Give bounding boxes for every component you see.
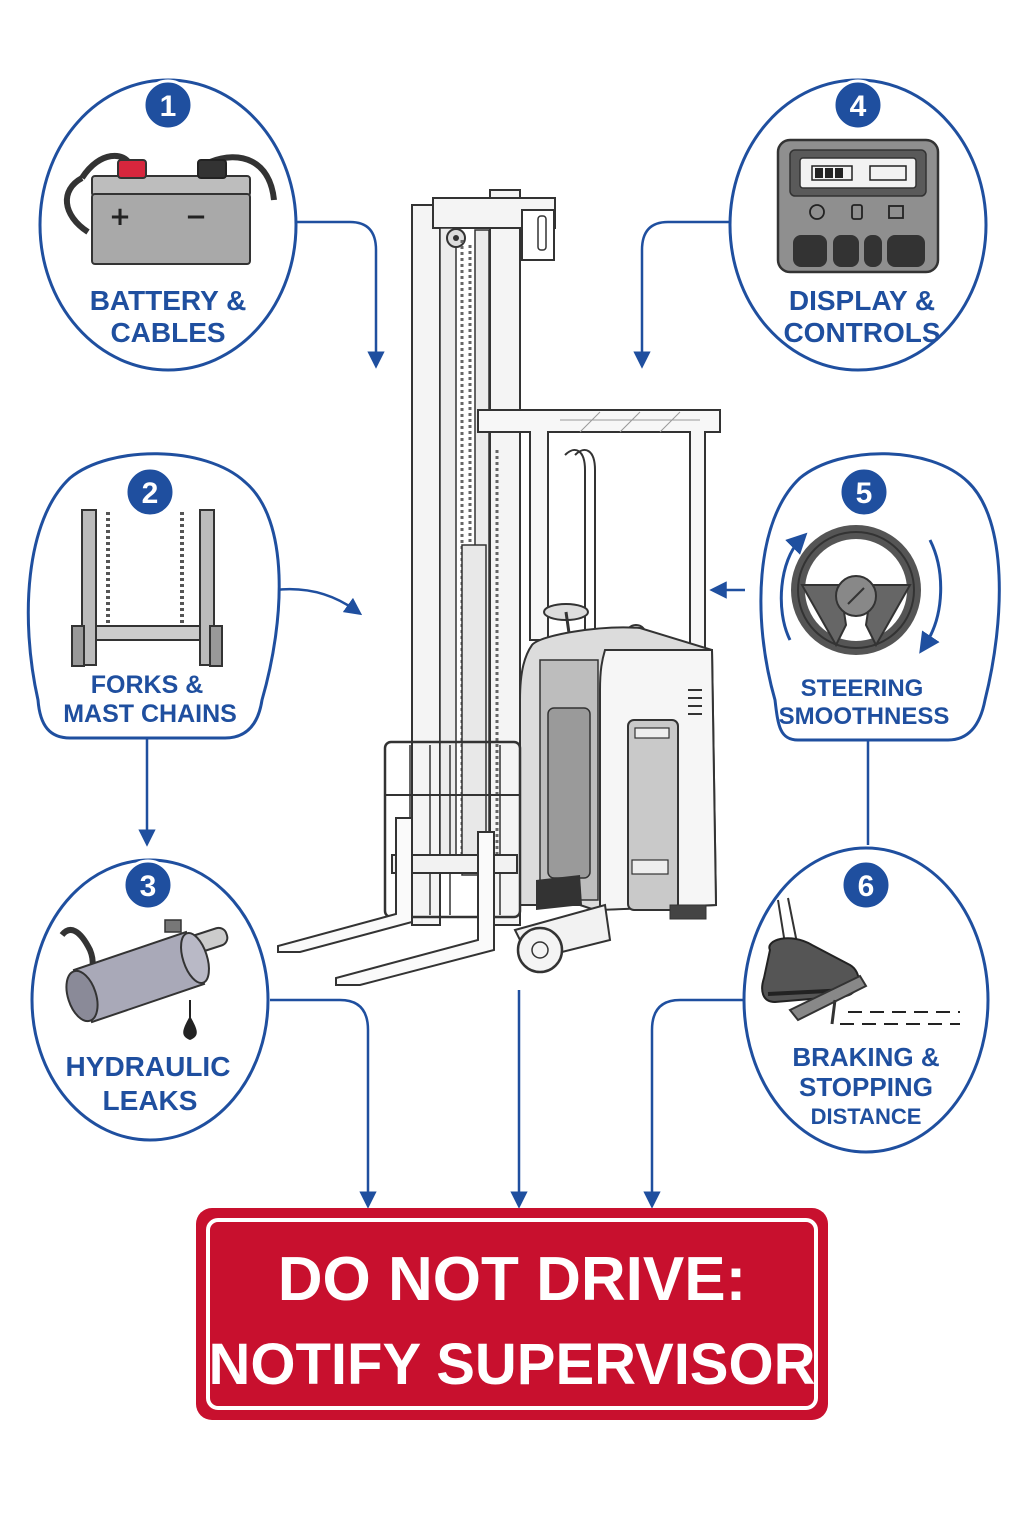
check-item-4: DISPLAY & CONTROLS 4 xyxy=(728,78,988,372)
check-label-3b: LEAKS xyxy=(103,1085,198,1116)
warning-line-2: NOTIFY SUPERVISOR xyxy=(209,1332,816,1397)
check-number-2: 2 xyxy=(142,477,159,510)
mast-chain-icon xyxy=(71,509,223,667)
check-label-4a: DISPLAY & xyxy=(789,285,935,316)
arrow-1-to-truck xyxy=(290,220,385,369)
hydraulic-cylinder-icon xyxy=(59,919,229,1040)
check-label-6a: BRAKING & xyxy=(792,1042,939,1072)
check-label-5b: SMOOTHNESS xyxy=(779,703,950,730)
check-label-2b: MAST CHAINS xyxy=(63,700,237,728)
arrow-4-to-truck xyxy=(633,220,730,369)
check-label-3a: HYDRAULIC xyxy=(66,1051,231,1082)
battery-icon: + − xyxy=(64,152,277,265)
check-number-4: 4 xyxy=(850,90,867,123)
check-label-2a: FORKS & xyxy=(91,671,204,699)
brake-pedal-icon xyxy=(761,897,960,1025)
check-item-6: BRAKING & STOPPING DISTANCE 6 xyxy=(742,846,990,1154)
warning-line-1: DO NOT DRIVE: xyxy=(278,1245,746,1314)
control-panel-icon xyxy=(776,138,940,274)
check-label-1b: CABLES xyxy=(110,317,225,348)
check-label-6b: STOPPING xyxy=(799,1072,933,1102)
svg-text:+: + xyxy=(109,202,131,232)
warning-sign: DO NOT DRIVE: NOTIFY SUPERVISOR xyxy=(196,1208,828,1420)
check-number-1: 1 xyxy=(160,90,177,123)
check-label-4b: CONTROLS xyxy=(783,317,940,348)
check-label-1a: BATTERY & xyxy=(90,285,247,316)
svg-text:−: − xyxy=(185,202,207,232)
check-item-3: HYDRAULIC LEAKS 3 xyxy=(30,858,270,1142)
arrow-6-to-sign xyxy=(643,998,748,1209)
check-number-6: 6 xyxy=(858,870,875,903)
steering-wheel-icon xyxy=(779,525,943,655)
check-item-1: + − BATTERY & CABLES 1 xyxy=(38,78,298,372)
connector-arrows xyxy=(138,220,870,1209)
arrow-2-to-truck xyxy=(274,587,363,616)
check-label-6c: DISTANCE xyxy=(811,1104,922,1129)
reach-truck-forklift-icon xyxy=(277,189,721,986)
check-item-2: FORKS & MAST CHAINS 2 xyxy=(26,452,281,740)
check-label-5a: STEERING xyxy=(801,675,924,702)
arrow-3-to-sign xyxy=(270,998,377,1209)
check-number-3: 3 xyxy=(140,870,157,903)
check-item-5: STEERING SMOOTHNESS 5 xyxy=(759,452,1001,742)
check-number-5: 5 xyxy=(856,477,873,510)
